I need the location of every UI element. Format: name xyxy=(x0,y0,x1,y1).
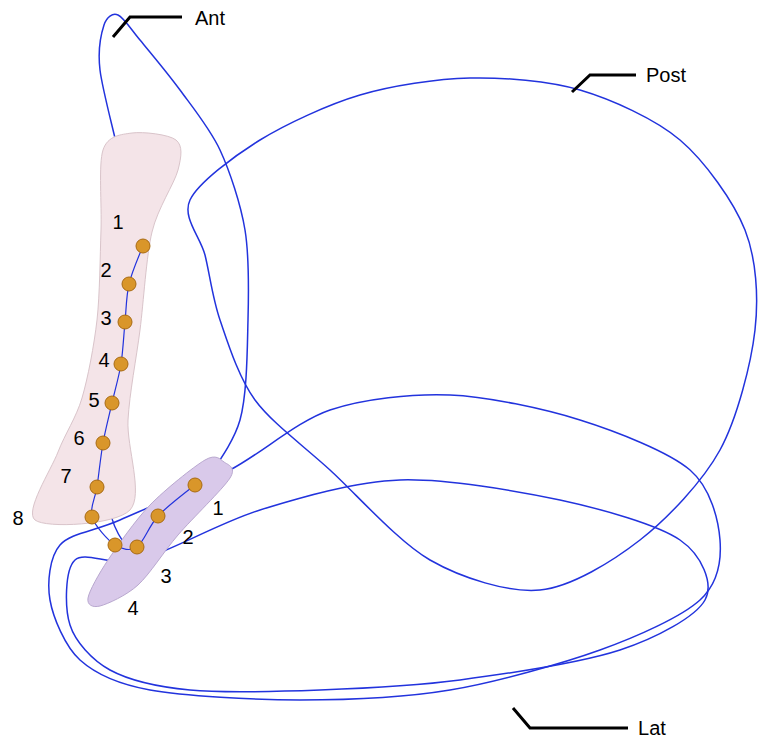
tendon-shape xyxy=(32,133,180,525)
landmark-dot xyxy=(114,357,128,371)
landmark-dot xyxy=(85,510,99,524)
callout-number: 8 xyxy=(12,508,23,528)
callout-number: 2 xyxy=(182,527,193,547)
glenoid-outline xyxy=(66,480,708,692)
leader-line xyxy=(572,75,636,92)
callout-number: 6 xyxy=(73,428,84,448)
callout-number: 1 xyxy=(212,498,223,518)
center-line xyxy=(91,246,195,549)
callout-number: 3 xyxy=(100,308,111,328)
direction-label: Lat xyxy=(638,718,666,738)
landmark-dot xyxy=(105,396,119,410)
direction-label: Post xyxy=(646,65,686,85)
leader-line xyxy=(113,17,182,37)
callout-number: 4 xyxy=(127,598,138,618)
tendon-shape xyxy=(88,457,233,607)
callout-number: 1 xyxy=(112,212,123,232)
landmark-dot xyxy=(151,509,165,523)
leader-line xyxy=(513,708,628,728)
landmark-dot xyxy=(130,540,144,554)
landmark-dot xyxy=(96,436,110,450)
glenoid-outline xyxy=(49,395,720,700)
callout-number: 7 xyxy=(60,466,71,486)
landmark-dot xyxy=(118,315,132,329)
callout-number: 3 xyxy=(160,566,171,586)
callout-number: 2 xyxy=(100,260,111,280)
landmark-dot xyxy=(188,478,202,492)
direction-label: Ant xyxy=(195,8,225,28)
landmark-dot xyxy=(122,277,136,291)
landmark-dot xyxy=(90,480,104,494)
callout-number: 5 xyxy=(88,390,99,410)
bone-outline xyxy=(188,78,757,590)
landmark-dot xyxy=(108,538,122,552)
landmark-dot xyxy=(136,239,150,253)
callout-number: 4 xyxy=(98,350,109,370)
